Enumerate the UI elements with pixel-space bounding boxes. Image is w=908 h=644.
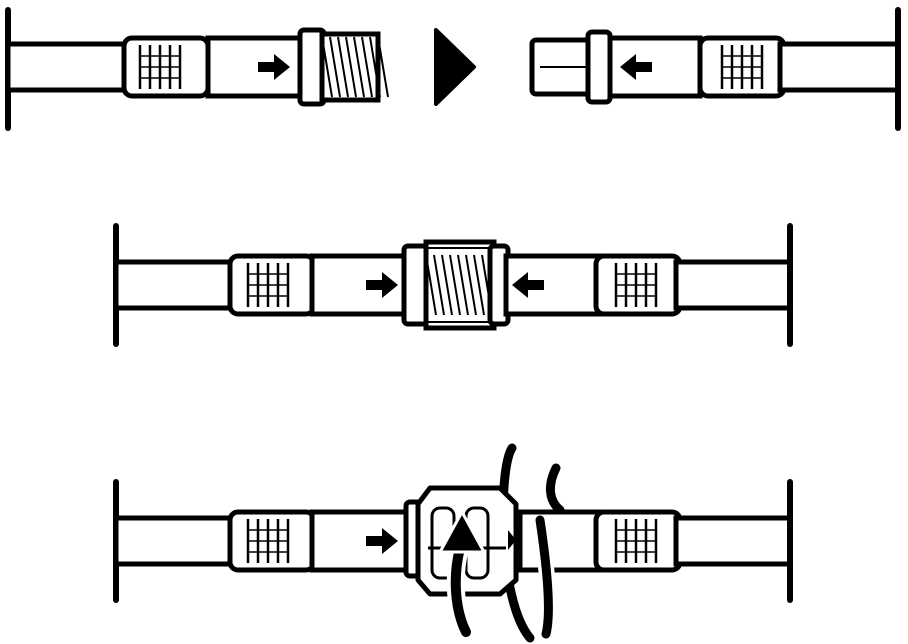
right-female-connector: [529, 29, 787, 105]
arrow-right-icon: [258, 54, 290, 80]
step-1: [5, 7, 901, 131]
next-step-triangle-icon: [434, 28, 476, 106]
arrow-left-icon: [620, 54, 652, 80]
arrow-left-icon: [512, 272, 544, 298]
arrow-right-icon: [366, 528, 398, 554]
step-2: [113, 223, 793, 347]
arrow-right-icon: [366, 272, 398, 298]
left-cable: [5, 7, 131, 131]
left-male-connector: [121, 27, 389, 107]
rotate-arrow-icon: [438, 463, 565, 639]
step-3: [113, 443, 793, 643]
right-cable: [777, 7, 901, 131]
